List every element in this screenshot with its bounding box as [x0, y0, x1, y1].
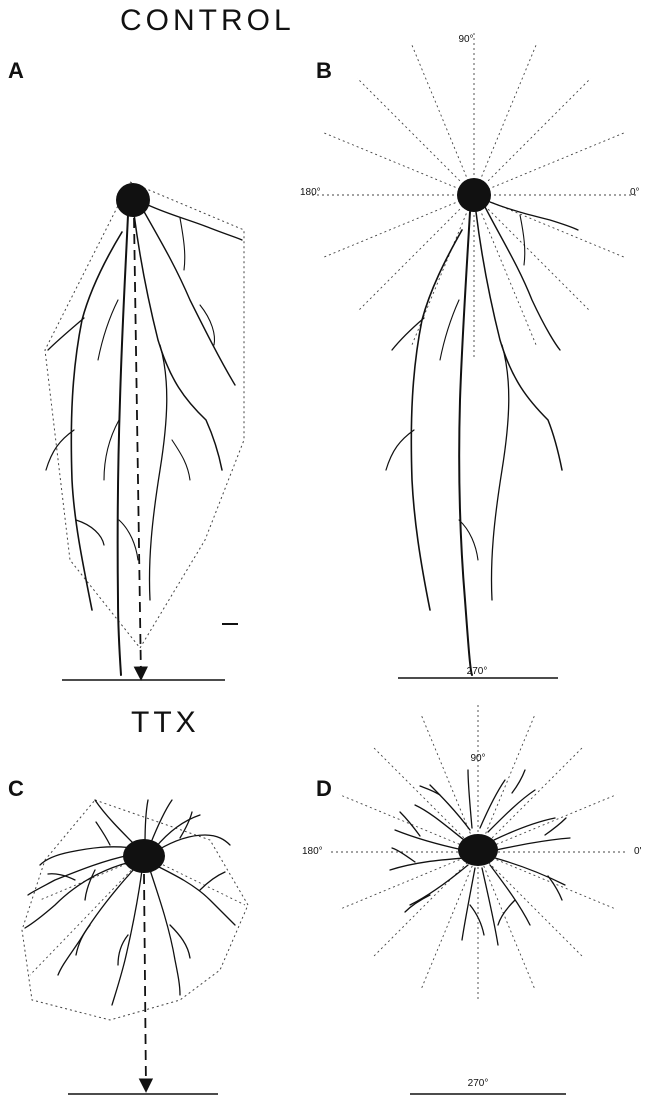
- panel-d-label-0: 0': [634, 846, 642, 857]
- panel-a-soma: [116, 183, 150, 217]
- panel-b-ray: [474, 78, 591, 195]
- panel-b-ray: [322, 132, 474, 195]
- panel-b-label-270: 270°: [467, 666, 488, 677]
- panel-d-ray: [478, 795, 617, 852]
- panel-c-dendrites: [25, 800, 235, 1005]
- panel-d: 90° 180° 0' 270°: [302, 702, 642, 1094]
- panel-b-ray: [474, 132, 626, 195]
- panel-d-ray: [339, 795, 478, 852]
- panel-b-ray: [357, 195, 474, 312]
- panel-d-ray: [339, 852, 478, 909]
- panel-d-ray: [372, 746, 478, 852]
- panel-d-ray: [478, 852, 584, 958]
- panel-b-ray: [411, 43, 474, 195]
- panel-a-direction-arrow: [134, 218, 141, 678]
- panel-b-label-180: 180°: [300, 187, 321, 198]
- panel-b: 90° 180° 0° 270°: [300, 30, 640, 678]
- panel-b-ray: [474, 195, 591, 312]
- panel-d-ray: [372, 852, 478, 958]
- panel-d-ray: [421, 713, 478, 852]
- panel-d-soma: [458, 834, 498, 866]
- panel-b-soma: [457, 178, 491, 212]
- panel-b-ray: [357, 78, 474, 195]
- panel-d-label-90: 90°: [470, 753, 485, 764]
- panel-b-dendrites: [386, 202, 578, 675]
- panel-c-direction-arrow: [144, 874, 146, 1090]
- panel-c: [22, 800, 248, 1094]
- panel-c-orientation-lines: [30, 856, 245, 975]
- panel-a-dendrites: [46, 205, 242, 675]
- panel-a-convex-hull: [45, 182, 244, 648]
- panel-d-label-180: 180°: [302, 846, 323, 857]
- panel-d-ray: [421, 852, 478, 991]
- panel-b-label-0: 0°: [630, 187, 640, 198]
- panel-d-ray: [478, 852, 617, 909]
- panel-b-ray: [474, 43, 537, 195]
- panel-a: [45, 182, 244, 680]
- panel-b-label-90: 90°: [458, 34, 473, 45]
- panel-b-ray: [474, 195, 537, 347]
- panel-d-label-270: 270°: [468, 1078, 489, 1089]
- panel-d-ray: [478, 852, 535, 991]
- panel-d-ray: [478, 713, 535, 852]
- panel-c-soma: [123, 839, 165, 873]
